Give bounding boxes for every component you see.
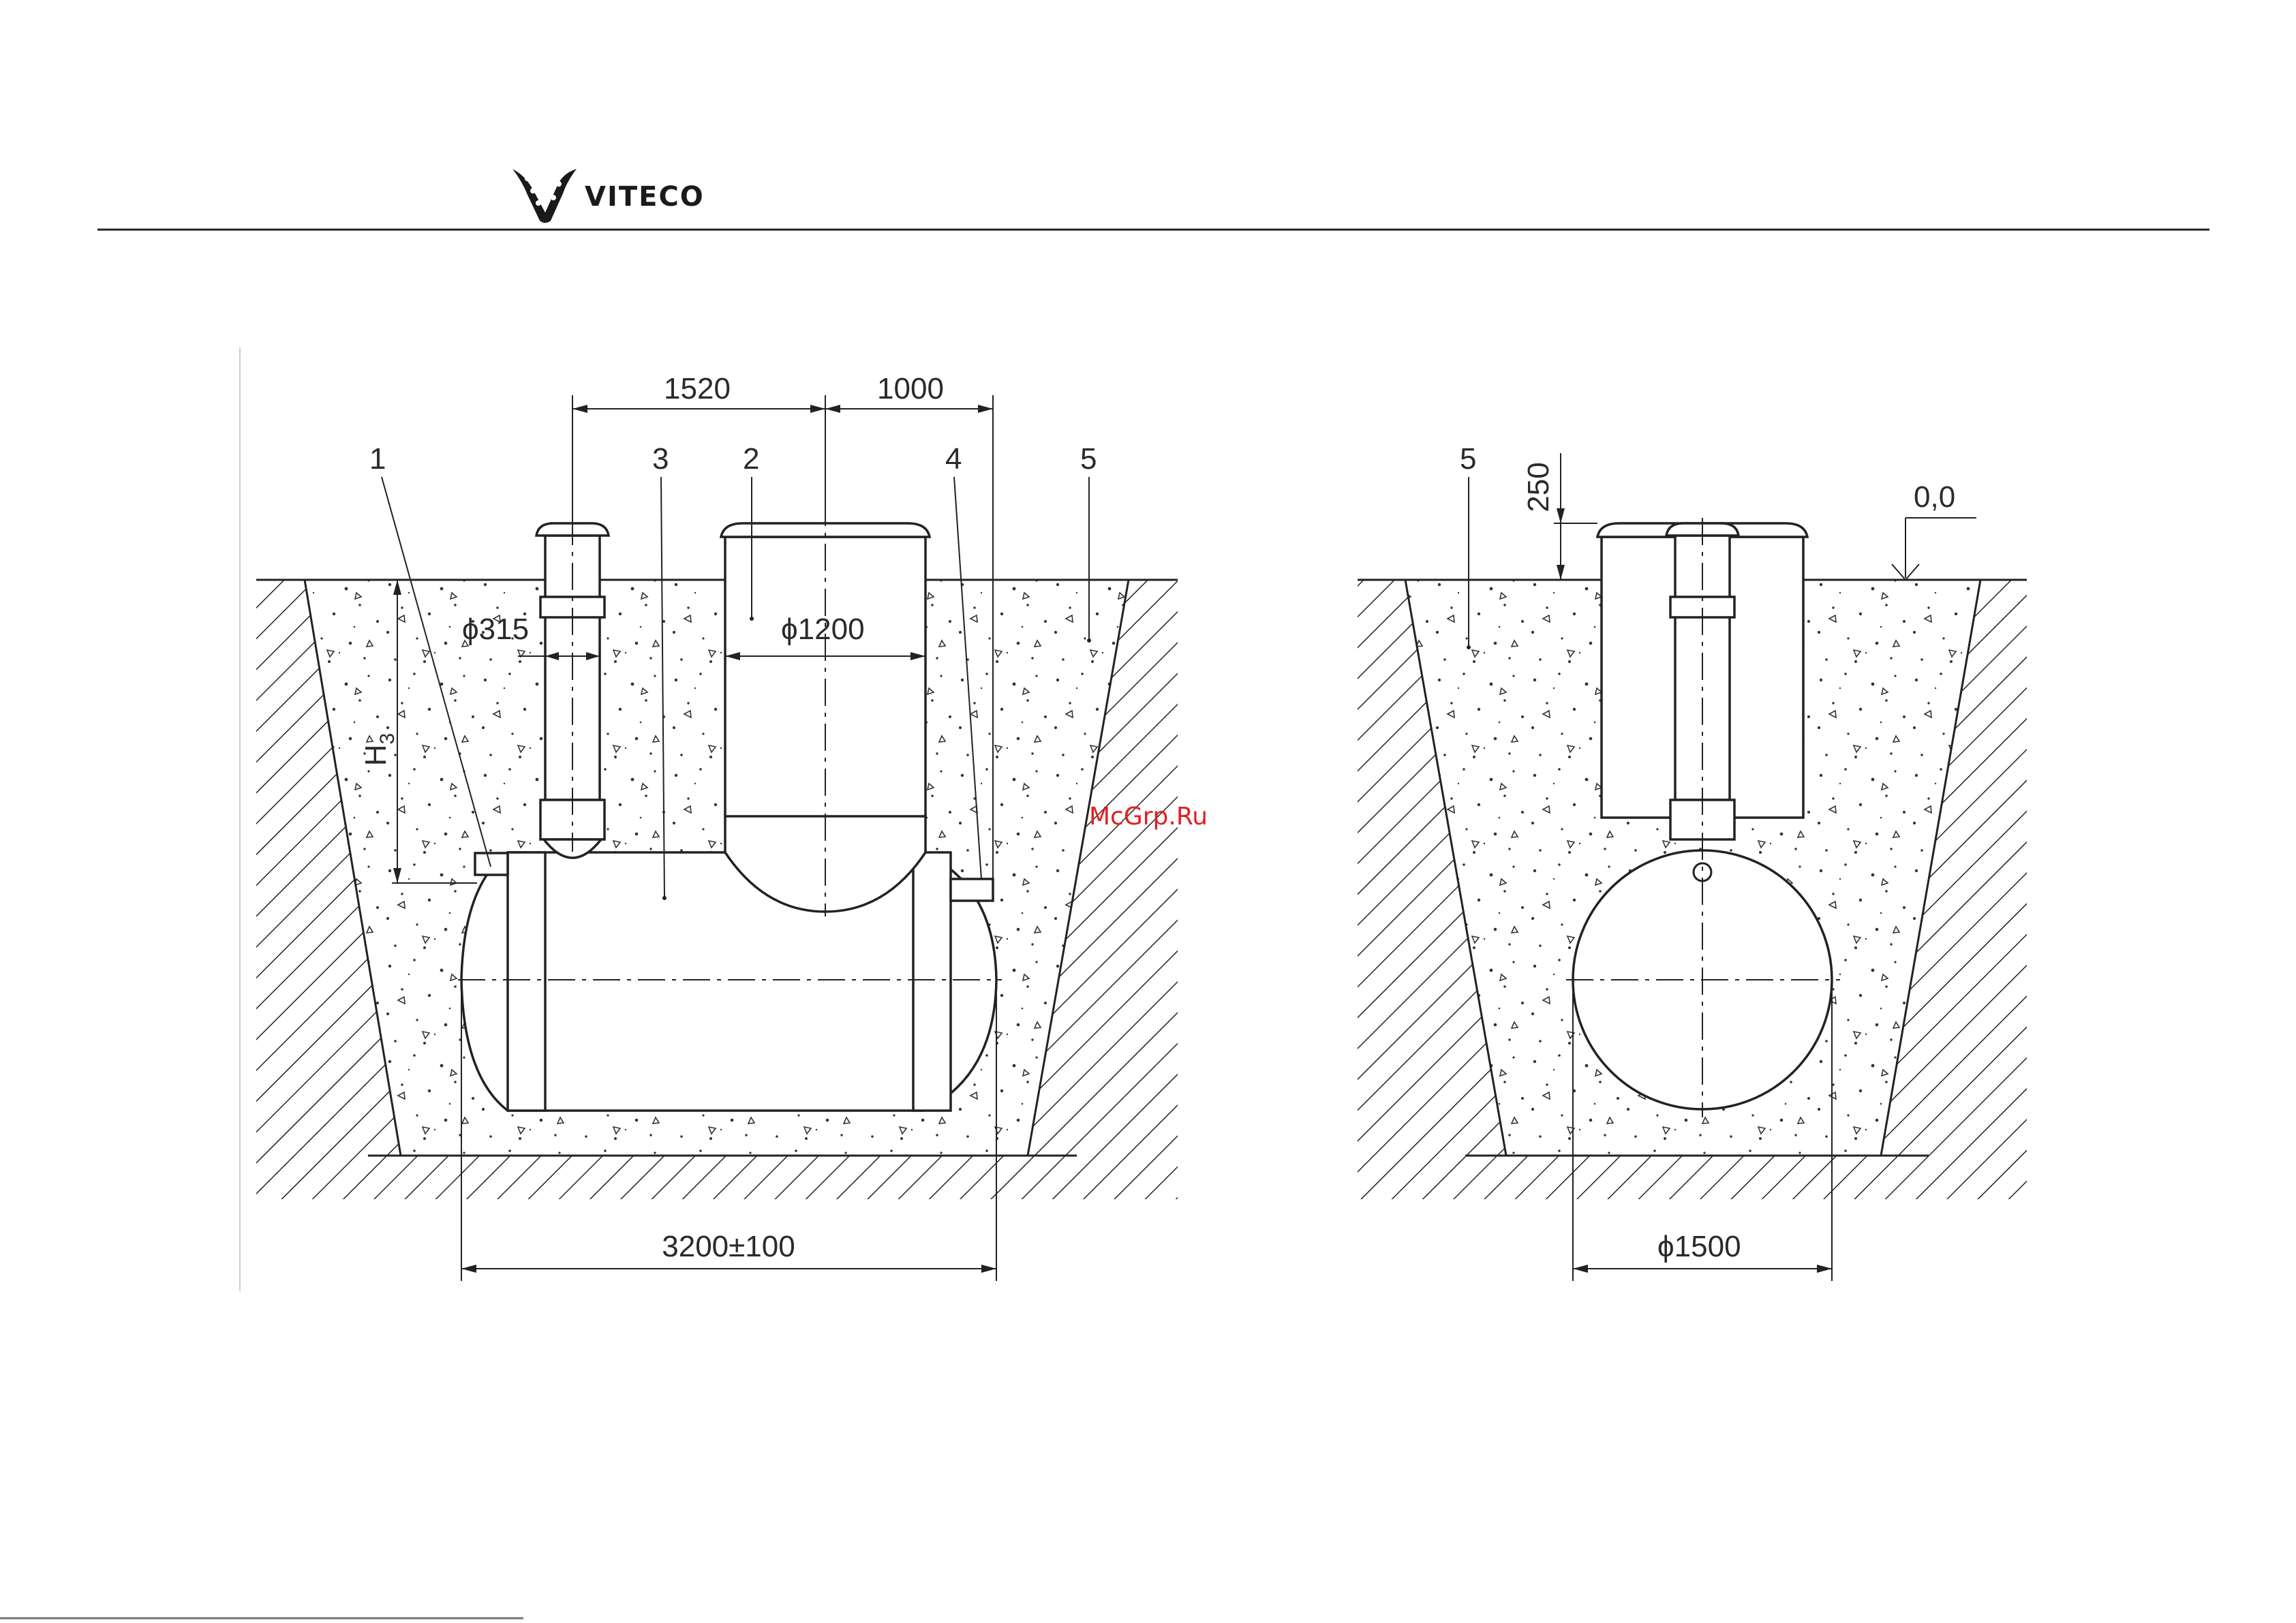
callout-5: 5: [1080, 442, 1097, 476]
dim-pipe-diameter: ϕ315: [462, 613, 529, 646]
depth-label: H: [359, 744, 393, 766]
callout-1: 1: [369, 442, 386, 476]
callout-2: 2: [743, 442, 759, 476]
diameter-symbol: ϕ: [781, 613, 798, 646]
dim-250: 250: [1522, 462, 1555, 512]
pipe-diameter-value: 315: [479, 613, 529, 646]
diameter-symbol: ϕ: [1657, 1230, 1674, 1263]
dim-tank-diameter: ϕ1500: [1657, 1230, 1741, 1263]
outlet-nozzle: [951, 879, 993, 901]
ground-level-label: 0,0: [1914, 480, 1955, 514]
inlet-nozzle: [475, 853, 508, 875]
depth-subscript: 3: [376, 733, 399, 745]
diameter-symbol: ϕ: [462, 613, 479, 646]
viteco-logo-icon: [512, 169, 577, 223]
tank-body: [461, 815, 996, 1111]
callout-4: 4: [945, 442, 962, 476]
shaft-diameter-value: 1200: [798, 613, 865, 646]
end-view: 250 0,0 ϕ1500 5: [1358, 442, 2027, 1281]
tank-diameter-value: 1500: [1674, 1230, 1741, 1263]
dim-shaft-diameter: ϕ1200: [781, 613, 865, 646]
callout-5-end: 5: [1460, 442, 1476, 476]
dim-bottom-length: 3200±100: [662, 1230, 795, 1263]
watermark: McGrp.Ru: [1089, 803, 1208, 831]
dim-1520: 1520: [664, 372, 731, 405]
callout-3: 3: [652, 442, 669, 476]
side-view: 1520 1000 ϕ315 ϕ1200 H3 3200±100 1 3 2 4: [256, 372, 1178, 1281]
brand-name: VITECO: [585, 181, 705, 213]
dim-1000: 1000: [877, 372, 944, 405]
